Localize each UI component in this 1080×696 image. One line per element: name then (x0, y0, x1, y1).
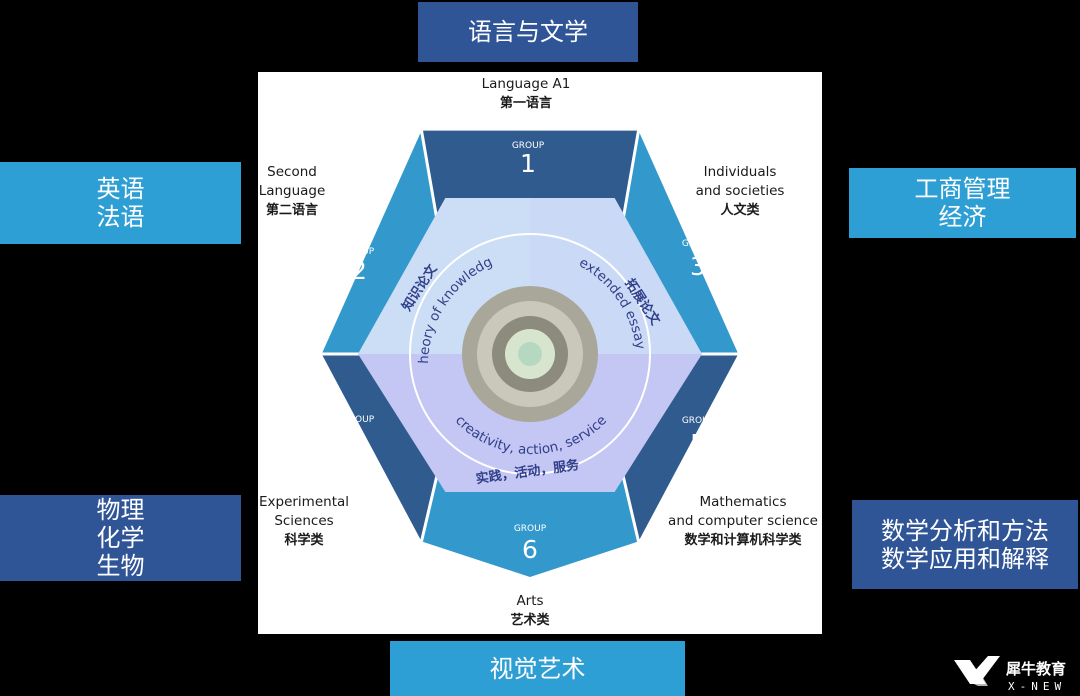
ib-hexagon-diagram: theory of knowledge 知识论文 extended essay … (258, 72, 739, 577)
box-math-applications-text: 数学应用和解释 (881, 544, 1049, 573)
group-6-word: GROUP (514, 524, 547, 534)
group-4-word: GROUP (342, 415, 375, 425)
group-4-name-en-1: Experimental (258, 494, 350, 510)
group-1-name-en: Language A1 (481, 76, 571, 92)
group-2-name-en-2: Language (258, 183, 326, 199)
x-new-logo: 犀牛教育 X-NEW (954, 656, 1066, 693)
group-5-word: GROUP (682, 416, 715, 426)
group-3-name: Individuals and societies 人文类 (690, 163, 790, 220)
group-4-name-en-2: Sciences (274, 513, 334, 529)
group-2-word: GROUP (342, 247, 375, 257)
group-1-name-zh: 第一语言 (499, 96, 552, 111)
group-1-name: Language A1 第一语言 (471, 75, 581, 113)
box-english-french: 英语 法语 (0, 162, 241, 244)
group-2-number: 2 (351, 256, 367, 285)
x-new-logo-mark (954, 656, 1000, 686)
box-economics-text: 经济 (938, 203, 987, 231)
box-language-literature-text: 语言与文学 (468, 18, 588, 46)
group-5-name-en-2: and computer science (668, 513, 818, 529)
group-5-name-en-1: Mathematics (699, 494, 787, 510)
box-french-text: 法语 (96, 203, 145, 231)
core-ring-outline (409, 233, 651, 475)
box-visual-arts: 视觉艺术 (390, 641, 685, 696)
group-3-word: GROUP (682, 239, 715, 249)
group-1-number: 1 (520, 149, 536, 178)
box-mathematics: 数学分析和方法 数学应用和解释 (852, 500, 1078, 589)
ib-hexagon-panel: theory of knowledge 知识论文 extended essay … (258, 72, 822, 634)
box-math-analysis-text: 数学分析和方法 (881, 516, 1049, 545)
box-visual-arts-text: 视觉艺术 (489, 654, 586, 683)
logo-zh-text: 犀牛教育 (1005, 660, 1066, 678)
box-physics-text: 物理 (96, 496, 145, 524)
group-1-word: GROUP (512, 141, 545, 151)
group-5-name-zh: 数学和计算机科学类 (684, 533, 802, 548)
box-english-text: 英语 (96, 175, 145, 203)
group-3-name-en-1: Individuals (703, 164, 777, 180)
group-6-name-zh: 艺术类 (510, 613, 550, 628)
group-2-name-zh: 第二语言 (265, 203, 318, 218)
group-4-number: 4 (351, 431, 367, 460)
group-2-name-en-1: Second (267, 164, 317, 180)
group-2-name: Second Language 第二语言 (252, 163, 332, 220)
group-5-name: Mathematics and computer science 数学和计算机科… (668, 493, 818, 550)
group-6-name-en: Arts (516, 593, 544, 609)
group-3-name-zh: 人文类 (720, 203, 760, 218)
group-4-name: Experimental Sciences 科学类 (254, 493, 354, 550)
box-business-text: 工商管理 (914, 175, 1011, 203)
group-6-number: 6 (522, 535, 538, 564)
group-3-name-en-2: and societies (695, 183, 785, 199)
group-3-number: 3 (690, 252, 706, 281)
group-5-number: 5 (690, 429, 706, 458)
box-sciences: 物理 化学 生物 (0, 495, 241, 581)
box-chemistry-text: 化学 (96, 524, 145, 552)
box-biology-text: 生物 (96, 552, 145, 580)
logo-en-text: X-NEW (1008, 680, 1066, 693)
group-4-name-zh: 科学类 (284, 533, 324, 548)
box-business-economics: 工商管理 经济 (849, 168, 1076, 238)
core-ring-center (518, 342, 542, 366)
group-6-name: Arts 艺术类 (490, 592, 570, 630)
box-language-literature: 语言与文学 (418, 2, 638, 62)
